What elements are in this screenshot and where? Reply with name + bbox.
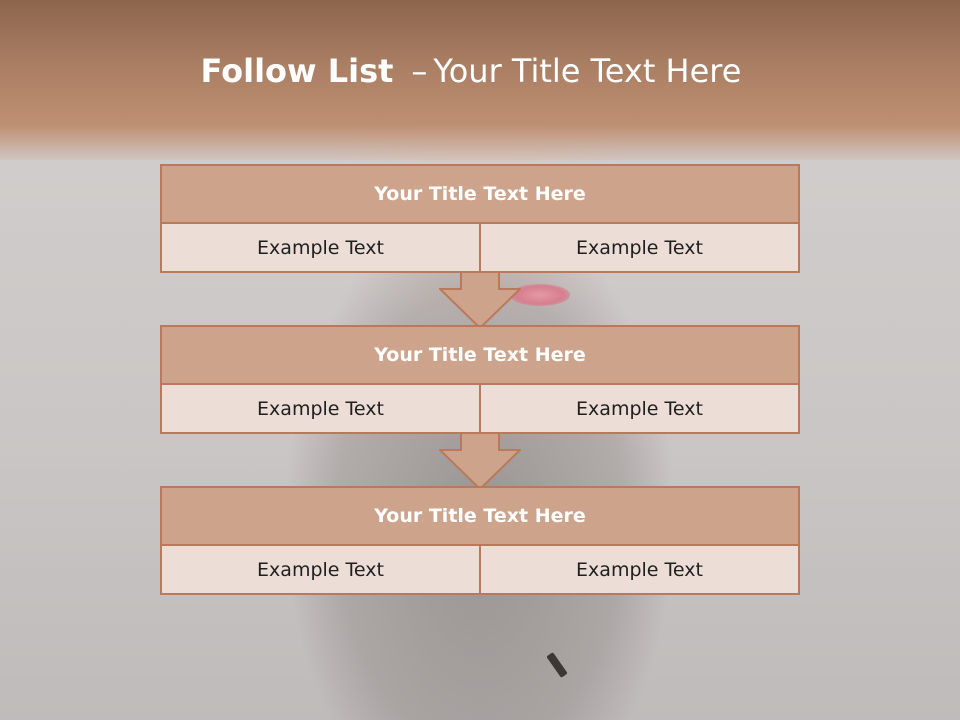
stage-1-left-cell: Example Text <box>162 224 479 271</box>
stage-3-left-cell: Example Text <box>162 546 479 593</box>
stage-2-row: Example Text Example Text <box>162 385 798 432</box>
stage-1-row: Example Text Example Text <box>162 224 798 271</box>
slide-title-separator: – <box>411 52 428 90</box>
slide-title-rest: Your Title Text Here <box>433 52 742 90</box>
stage-3-right-cell: Example Text <box>479 546 798 593</box>
stage-box-1: Your Title Text Here Example Text Exampl… <box>160 164 800 273</box>
stage-2-left-cell: Example Text <box>162 385 479 432</box>
slide-title: Follow List–Your Title Text Here <box>0 52 942 90</box>
down-arrow-icon <box>439 271 521 329</box>
stage-2-right-cell: Example Text <box>479 385 798 432</box>
stage-box-3: Your Title Text Here Example Text Exampl… <box>160 486 800 595</box>
slide-title-bold: Follow List <box>200 52 394 90</box>
background-lips <box>510 284 570 306</box>
header-band <box>0 0 960 160</box>
down-arrow-icon <box>439 432 521 490</box>
stage-2-title: Your Title Text Here <box>162 327 798 385</box>
stage-1-right-cell: Example Text <box>479 224 798 271</box>
stage-3-row: Example Text Example Text <box>162 546 798 593</box>
stage-1-title: Your Title Text Here <box>162 166 798 224</box>
stage-3-title: Your Title Text Here <box>162 488 798 546</box>
stage-box-2: Your Title Text Here Example Text Exampl… <box>160 325 800 434</box>
